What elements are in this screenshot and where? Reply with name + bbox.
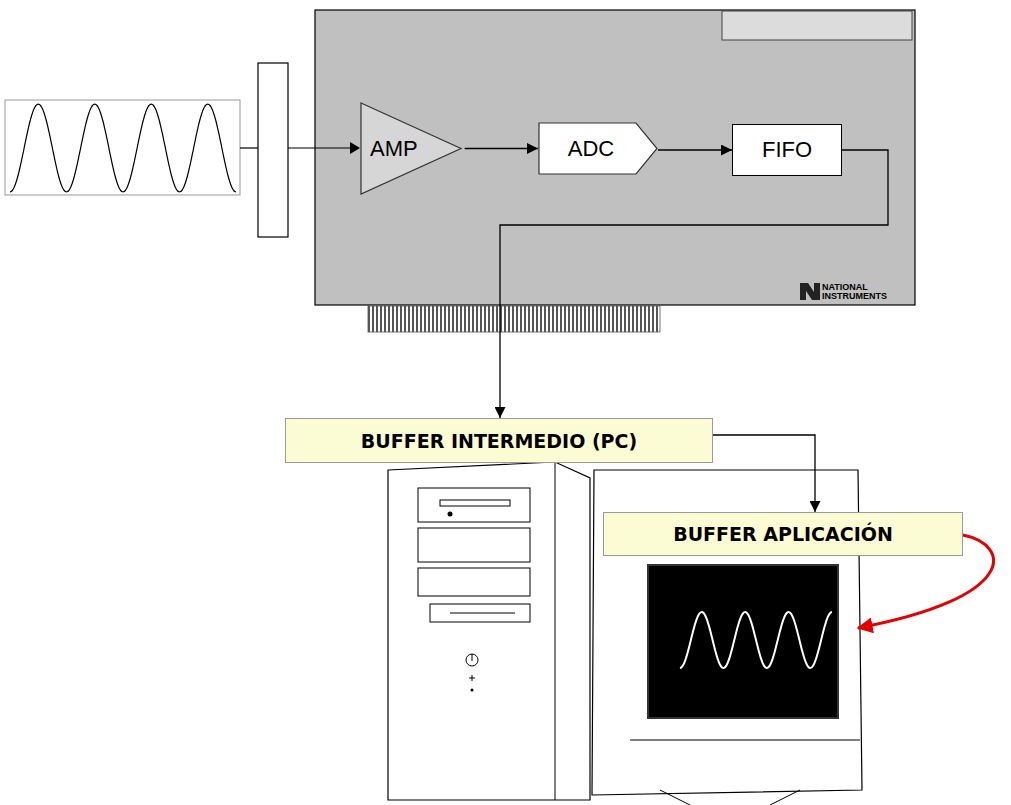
block-label: AMP — [370, 136, 418, 162]
led-mark — [472, 675, 473, 681]
buffer-box: BUFFER INTERMEDIO (PC) — [285, 418, 713, 463]
power-button — [466, 654, 478, 666]
shape-path — [361, 103, 461, 194]
edge-connector-pins — [368, 306, 660, 332]
card-connector — [258, 63, 288, 237]
tower-edge — [555, 462, 556, 800]
drive-bay — [418, 568, 530, 596]
monitor-bezel — [630, 740, 860, 741]
power-mark — [472, 654, 473, 661]
monitor-stand — [660, 790, 800, 805]
pc-tower — [388, 462, 590, 800]
fifo-block: FIFO — [732, 124, 842, 176]
led — [471, 689, 474, 692]
brand-logo-text: NATIONAL INSTRUMENTS — [822, 283, 902, 301]
card-bracket-tab — [722, 11, 912, 40]
signal-connector — [713, 435, 815, 512]
drive-bay — [418, 488, 530, 522]
sine-wave — [10, 104, 236, 192]
screen-wave — [680, 612, 832, 668]
block-label: FIFO — [762, 137, 812, 163]
ni-logo — [800, 283, 820, 300]
amplifier-block: AMP — [360, 102, 468, 195]
shape-path — [539, 123, 657, 174]
buffer-box: BUFFER APLICACIÓN — [603, 512, 963, 556]
signal-connector — [658, 149, 732, 150]
block-label: BUFFER INTERMEDIO (PC) — [361, 430, 637, 452]
arrowhead — [350, 142, 360, 154]
block-label: BUFFER APLICACIÓN — [673, 523, 893, 545]
floppy-slot — [450, 613, 515, 614]
signal-wire — [288, 147, 356, 148]
drive-bay — [418, 528, 530, 562]
daq-card — [315, 10, 915, 305]
monitor-screen — [648, 565, 838, 718]
block-label: ADC — [568, 136, 614, 162]
drive-button — [448, 512, 453, 517]
floppy-drive — [430, 604, 530, 622]
signal-wire — [240, 147, 258, 148]
signal-box — [5, 100, 240, 195]
cd-slot — [440, 500, 510, 506]
signal-connector — [465, 148, 538, 149]
adc-block: ADC — [538, 122, 658, 175]
